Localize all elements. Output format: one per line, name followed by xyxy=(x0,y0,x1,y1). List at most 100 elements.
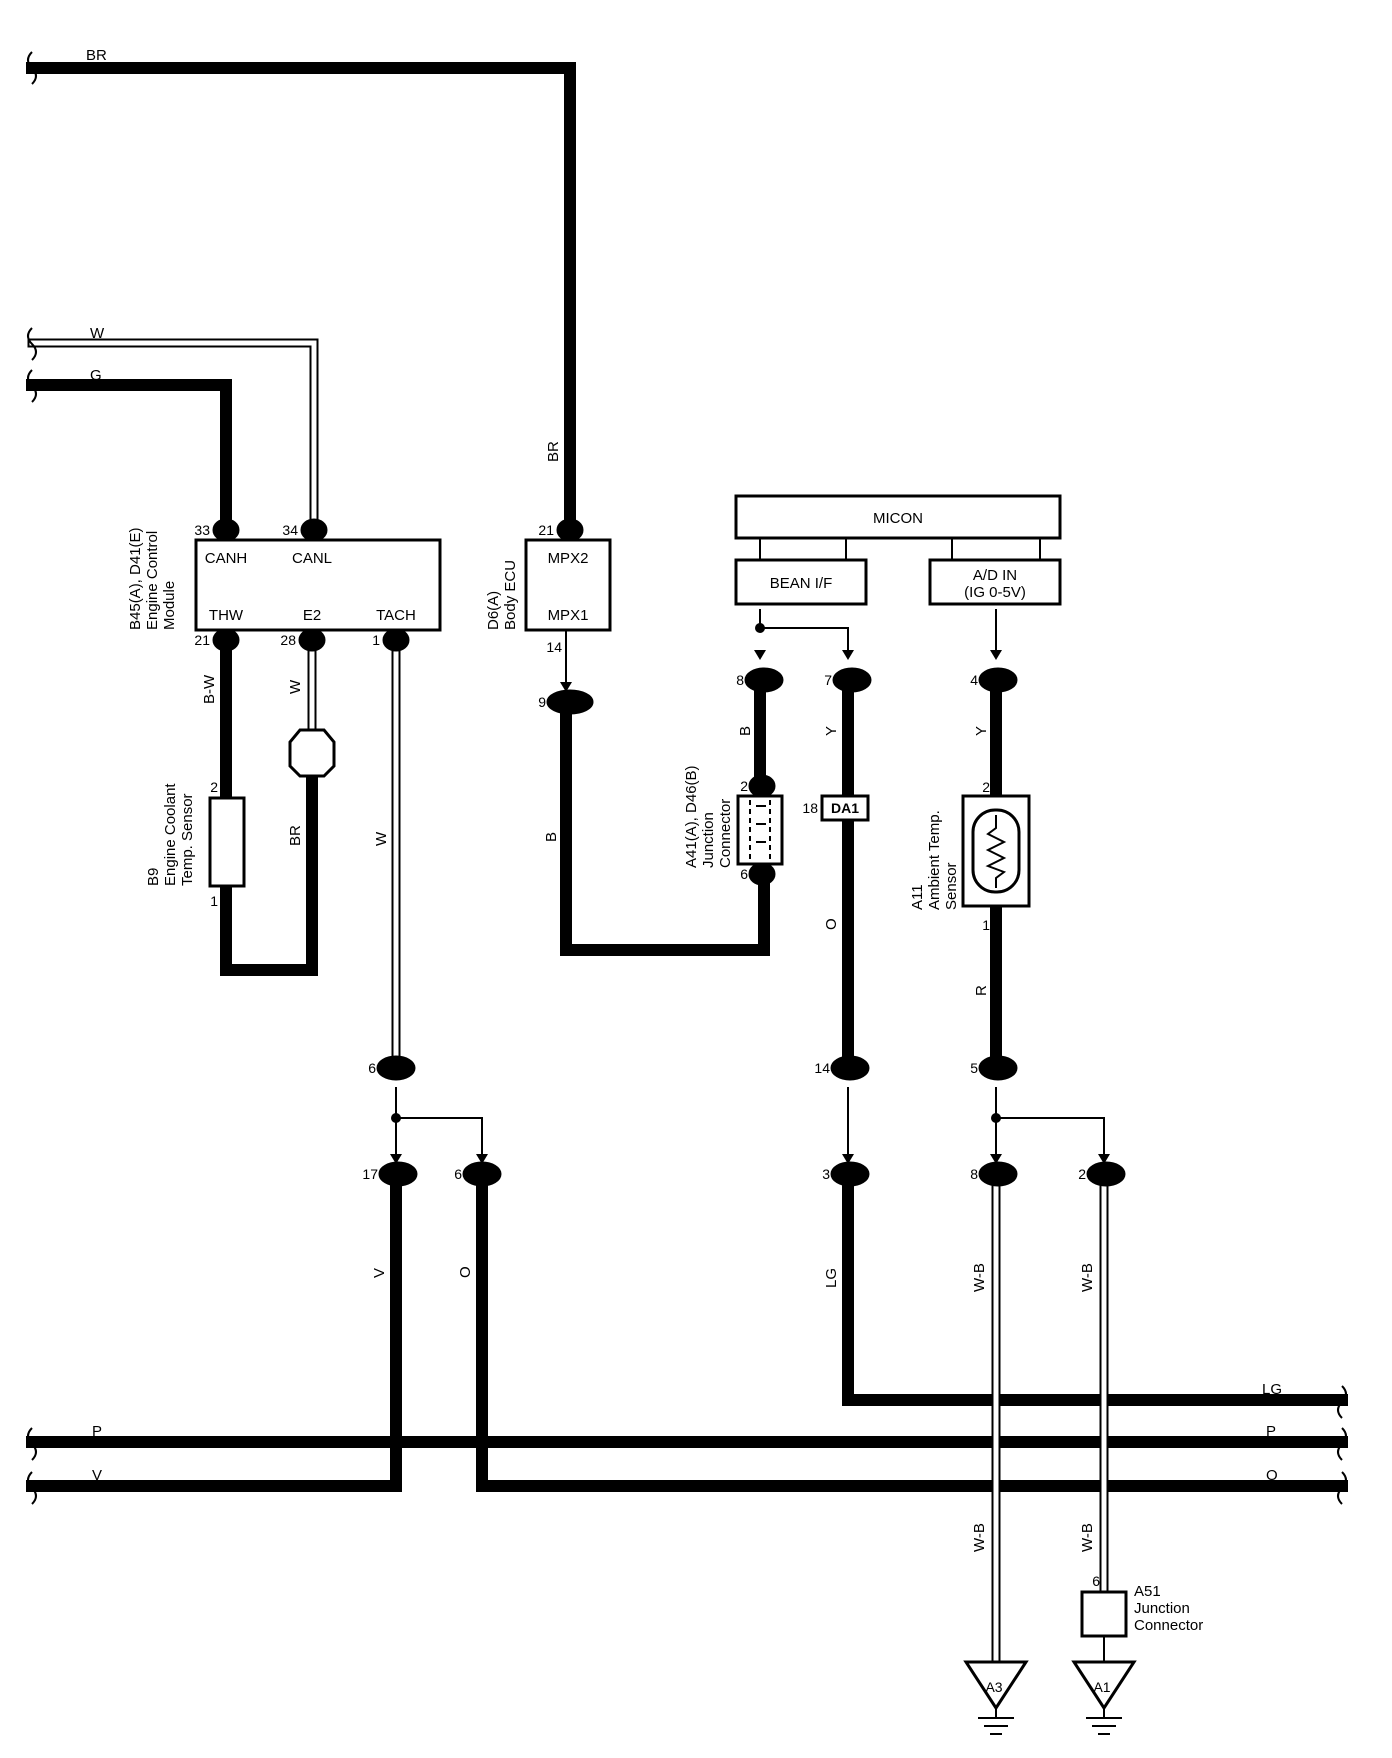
pin-1g-7: 7 xyxy=(824,672,832,688)
body-ecu-label: D6(A) Body ECU xyxy=(485,560,519,630)
conn-ecm-33 xyxy=(212,518,240,542)
e2-sensor-octagon xyxy=(288,728,336,778)
wire-b-mpx1 xyxy=(560,706,770,956)
pin-da1-18: 18 xyxy=(802,800,818,816)
wire-coolant-loop xyxy=(220,764,318,976)
pin-ecm-33: 33 xyxy=(194,522,210,538)
svg-text:Connector: Connector xyxy=(717,799,734,868)
svg-text:A41(A), D46(B): A41(A), D46(B) xyxy=(683,765,700,868)
da1-box xyxy=(820,794,870,822)
wire-br-top xyxy=(26,62,576,526)
conn-di-6 xyxy=(462,1161,502,1187)
ground-a1-label: A1 xyxy=(1093,1679,1110,1695)
pin-dl-6: 6 xyxy=(368,1060,376,1076)
svg-text:D6(A): D6(A) xyxy=(485,591,502,630)
ecm-term-tach: TACH xyxy=(376,607,416,624)
svg-text:Engine Control: Engine Control xyxy=(144,531,161,630)
pin-di-6: 6 xyxy=(454,1166,462,1182)
conn-1i-5 xyxy=(978,1055,1018,1081)
label-wire-y-1i: Y xyxy=(973,726,990,736)
bodyecu-term-mpx2: MPX2 xyxy=(548,550,589,567)
label-wire-br-vertical: BR xyxy=(545,441,562,462)
pin-ecm-34: 34 xyxy=(282,522,298,538)
conn-ir-9 xyxy=(546,689,594,715)
label-wire-p-right: P xyxy=(1266,1423,1276,1440)
code-dk-17: DK xyxy=(389,1167,407,1181)
ground-a3-label: A3 xyxy=(985,1679,1002,1695)
pin-ecm-1: 1 xyxy=(372,632,380,648)
code-di-3: DI xyxy=(844,1167,856,1181)
pin-jc-a-2: 2 xyxy=(740,778,748,794)
pin-1g-8: 8 xyxy=(736,672,744,688)
wire-thin-1i5-branch xyxy=(995,1117,1105,1161)
pin-di-3: 3 xyxy=(822,1166,830,1182)
micon-label: MICON xyxy=(873,510,923,527)
label-wire-b-junction: B xyxy=(737,726,754,736)
code-ecm-28: A xyxy=(308,633,317,647)
micon-box xyxy=(734,494,1062,540)
label-wire-p-left: P xyxy=(92,1423,102,1440)
label-wire-wb-2-low: W-B xyxy=(1079,1523,1096,1552)
label-wire-o-right: O xyxy=(1266,1467,1278,1484)
pin-jc-b-6: 6 xyxy=(740,866,748,882)
junction-a41-label: A41(A), D46(B) Junction Connector xyxy=(683,765,734,868)
adin-box xyxy=(928,558,1062,606)
label-wire-w-e2: W xyxy=(287,679,304,694)
junction-a51-label: A51 Junction Connector xyxy=(1134,1583,1203,1634)
label-wire-lg-down: LG xyxy=(823,1268,840,1288)
ecm-term-thw: THW xyxy=(209,607,244,624)
label-wire-v-left: V xyxy=(92,1467,102,1484)
conn-1h-8 xyxy=(978,1161,1018,1187)
adin-label-2: (IG 0-5V) xyxy=(964,584,1026,601)
label-wire-o-down: O xyxy=(457,1266,474,1278)
label-wire-o-da1: O xyxy=(823,918,840,930)
wire-g xyxy=(26,379,232,526)
label-wire-wb-8: W-B xyxy=(971,1263,988,1292)
code-1h-2: 1H xyxy=(1098,1167,1113,1181)
pin-amb-2: 2 xyxy=(982,779,990,795)
conn-jc-b xyxy=(748,862,776,886)
wire-v xyxy=(26,1182,402,1492)
svg-text:A11: A11 xyxy=(909,884,926,910)
label-wire-v-down: V xyxy=(371,1268,388,1278)
label-wire-br-sensor: BR xyxy=(287,825,304,846)
ecm-term-canh: CANH xyxy=(205,550,248,567)
adin-label-1: A/D IN xyxy=(973,567,1017,584)
ambient-sensor-label: A11 Ambient Temp. Sensor xyxy=(909,810,960,910)
label-wire-br-top: BR xyxy=(86,47,107,64)
svg-text:Connector: Connector xyxy=(1134,1617,1203,1634)
coolant-sensor-box xyxy=(208,796,246,888)
ecm-term-canl: CANL xyxy=(292,550,332,567)
label-wire-w-tach: W xyxy=(373,831,390,846)
pin-bodyecu-14: 14 xyxy=(546,639,562,655)
code-1i-4: 1I xyxy=(993,673,1003,687)
pin-dk-17: 17 xyxy=(362,1166,378,1182)
coolant-sensor-label: B9 Engine Coolant Temp. Sensor xyxy=(145,783,196,886)
conn-ecm-28 xyxy=(298,628,326,652)
ecm-term-e2: E2 xyxy=(303,607,321,624)
conn-jc-a xyxy=(748,774,776,798)
label-wire-wb-8-low: W-B xyxy=(971,1523,988,1552)
body-ecu-box xyxy=(524,538,612,632)
pin-1i-5: 5 xyxy=(970,1060,978,1076)
svg-text:A51: A51 xyxy=(1134,1583,1161,1600)
conn-dl-6 xyxy=(376,1055,416,1081)
bodyecu-term-mpx1: MPX1 xyxy=(548,607,589,624)
pin-dk-14: 14 xyxy=(814,1060,830,1076)
conn-1g-7 xyxy=(832,667,872,693)
bean-label: BEAN I/F xyxy=(770,575,833,592)
conn-1h-2 xyxy=(1086,1161,1126,1187)
pin-1h-2: 2 xyxy=(1078,1166,1086,1182)
conn-ecm-21 xyxy=(212,628,240,652)
label-wire-bw: B-W xyxy=(201,674,218,704)
code-1g-7: 1G xyxy=(844,673,860,687)
code-di-6: DI xyxy=(476,1167,488,1181)
svg-text:Ambient Temp.: Ambient Temp. xyxy=(926,810,943,910)
pin-1h-8: 8 xyxy=(970,1166,978,1182)
svg-text:Body ECU: Body ECU xyxy=(502,560,519,630)
code-bodyecu-21: A xyxy=(566,523,575,537)
code-ecm-21: A xyxy=(222,633,231,647)
pin-bodyecu-21: 21 xyxy=(538,522,554,538)
code-dk-14: DK xyxy=(841,1061,859,1075)
ground-a1-icon xyxy=(1086,1708,1122,1735)
